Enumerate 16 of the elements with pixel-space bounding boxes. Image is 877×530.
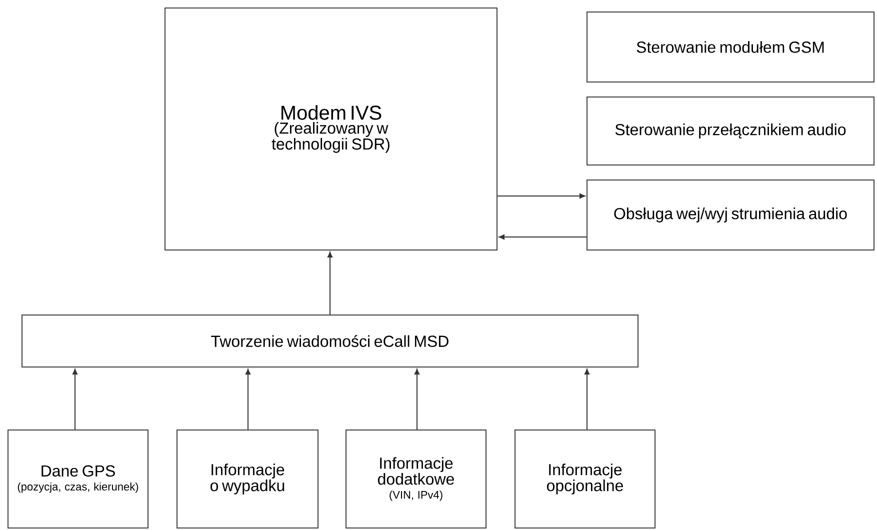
block-box: Informacje dodatkowe (VIN, IPv4)	[346, 430, 486, 528]
block-box: Sterowanie modułem GSM	[586, 12, 875, 82]
arrow	[584, 368, 590, 430]
block-box: Modem IVS (Zrealizowany w technologii SDR)	[164, 8, 498, 250]
block-box: Informacje o wypadku	[176, 430, 318, 528]
arrow	[497, 193, 586, 199]
arrow	[414, 368, 420, 430]
arrow	[327, 252, 333, 315]
arrow	[245, 368, 251, 430]
block-box: Obsługa wej/wyj strumienia audio	[586, 180, 875, 250]
block-box: Tworzenie wiadomości eCall MSD	[22, 314, 638, 368]
arrow	[72, 368, 78, 430]
block-box: Informacje opcjonalne	[514, 430, 656, 528]
block-box: Dane GPS (pozycja, czas, kierunek)	[8, 430, 148, 528]
arrow	[498, 234, 587, 240]
block-box: Sterowanie przełącznikiem audio	[586, 96, 875, 166]
